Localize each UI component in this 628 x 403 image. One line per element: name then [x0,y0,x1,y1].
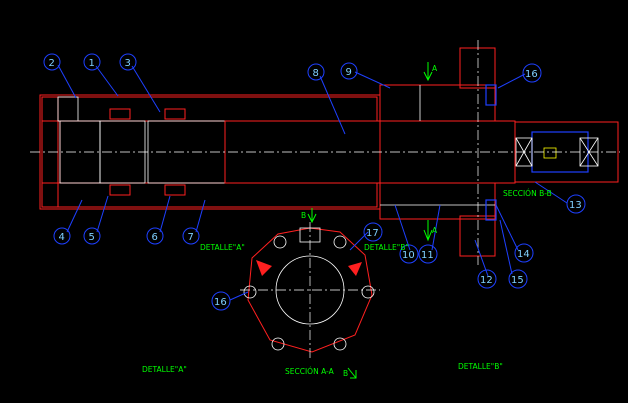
rod-end [514,121,619,183]
label-cut-b: B [301,211,306,220]
balloon-6: 6 [146,227,164,245]
seal-top-2 [164,108,186,120]
seal-top-1 [109,108,131,120]
grease-fitting [543,147,557,159]
balloon-16: 16 [522,63,542,83]
balloon-14: 14 [514,243,534,263]
svg-text:13: 13 [569,200,582,211]
flange-top [459,47,496,89]
cut-arrows [307,62,433,379]
balloon-1: 1 [83,53,101,71]
view-labels: DETALLE"A" DETALLE"B" SECCIÓN B-B SECCIÓ… [142,64,552,378]
balloon-16b: 16 [211,291,231,311]
nut-bottom [485,199,497,221]
balloon-7: 7 [182,227,200,245]
bolt-holes [243,235,375,351]
cut-arrow-b-bottom [347,367,357,379]
seal-bottom-2 [164,184,186,196]
cut-arrow-a-top [423,62,433,82]
svg-text:7: 7 [188,232,194,243]
svg-text:14: 14 [517,249,530,260]
bolt-hole [271,337,285,351]
cut-arrow-b [307,208,317,224]
balloon-5: 5 [83,227,101,245]
svg-text:12: 12 [480,275,493,286]
label-cut-b-bottom: B [343,369,348,378]
svg-text:2: 2 [49,58,55,69]
bolt-hole [273,235,287,249]
balloon-3: 3 [119,53,137,71]
balloon-12: 12 [477,269,497,289]
balloon-11: 11 [418,244,438,264]
rear-port [57,96,79,122]
svg-text:17: 17 [366,228,379,239]
flange-bottom [459,215,496,257]
detail-b-marker [348,262,362,276]
svg-text:16: 16 [214,297,227,308]
balloon-10: 10 [399,244,419,264]
label-seccion-bb: SECCIÓN B-B [503,189,552,198]
label-detalle-b-small: DETALLE"B" [364,243,409,252]
flange-section [247,227,373,353]
balloon-9: 9 [340,62,358,80]
bolt-hole [333,337,347,351]
svg-text:1: 1 [89,58,95,69]
detail-a-marker [256,260,272,276]
svg-text:16: 16 [525,69,538,80]
svg-text:11: 11 [421,250,434,261]
svg-text:9: 9 [346,67,352,78]
section-aa-view [240,222,380,360]
barrel-bottom-wall [41,182,378,208]
label-detalle-b-large: DETALLE"B" [458,362,503,371]
balloon-17: 17 [363,222,383,242]
bolt-hole [243,285,257,299]
svg-text:10: 10 [402,250,415,261]
label-detalle-a-large: DETALLE"A" [142,365,187,374]
balloon-13: 13 [566,194,586,214]
label-cut-a-top: A [432,64,438,73]
svg-text:5: 5 [89,232,95,243]
svg-text:8: 8 [313,68,319,79]
balloon-15: 15 [508,269,528,289]
balloon-2: 2 [43,53,61,71]
bolt-hole [333,235,347,249]
svg-text:3: 3 [125,58,131,69]
barrel-top-wall [41,96,378,122]
gland-top [379,84,496,122]
svg-text:15: 15 [511,275,524,286]
bolt-hole [361,285,375,299]
nut-top [485,84,497,106]
svg-text:4: 4 [59,232,65,243]
seal-bottom-1 [109,184,131,196]
leader-lines [57,64,568,301]
cut-arrow-a-bottom [423,220,433,242]
cylinder-assembly [30,40,620,265]
svg-text:6: 6 [152,232,158,243]
balloon-8: 8 [307,63,325,81]
label-detalle-a-small: DETALLE"A" [200,243,245,252]
part-balloons: 2 1 3 8 9 16 4 5 6 7 13 14 10 11 12 15 1… [43,53,586,311]
label-cut-a-bottom: A [432,226,438,235]
label-seccion-aa: SECCIÓN A-A [285,367,335,376]
balloon-4: 4 [53,227,71,245]
